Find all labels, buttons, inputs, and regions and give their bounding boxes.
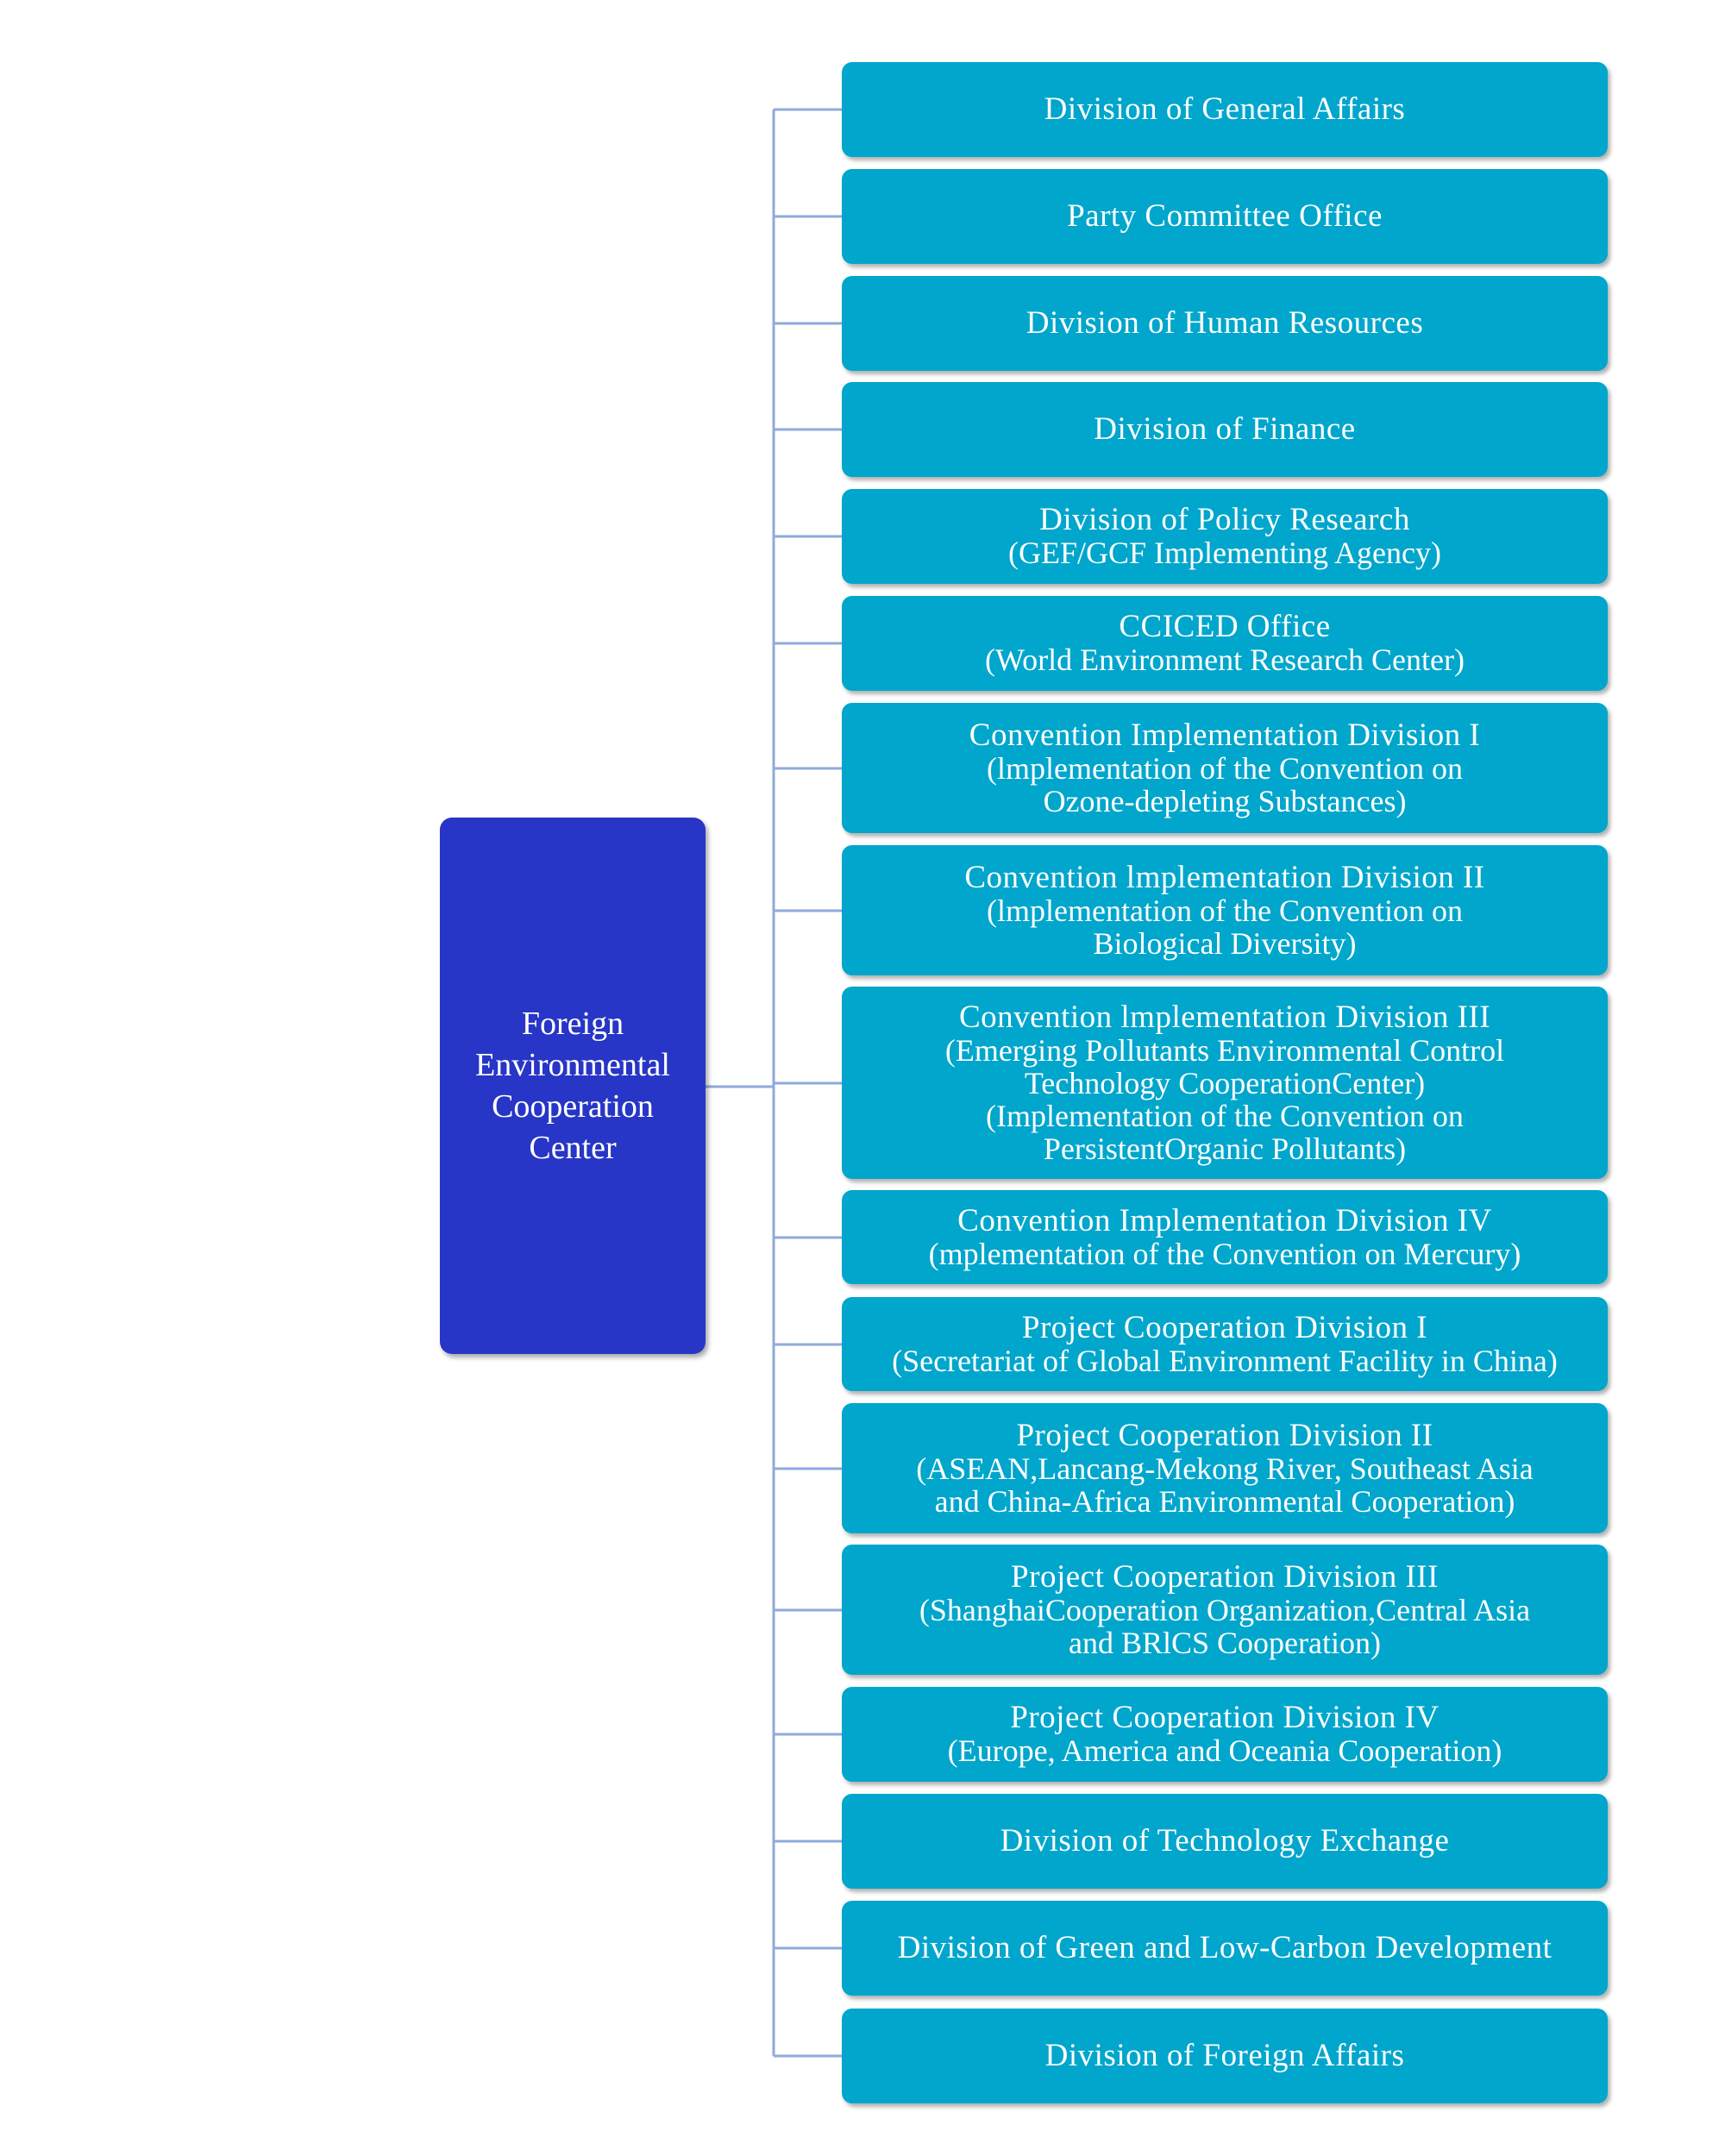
division-subtitle: Biological Diversity) (1093, 925, 1357, 961)
root-node-label: Foreign Environmental Cooperation Center (475, 1003, 670, 1169)
root-label-line: Cooperation (492, 1088, 654, 1125)
division-title: Project Cooperation Division III (1011, 1558, 1439, 1595)
division-title: Division of Human Resources (1026, 305, 1424, 341)
division-subtitle: PersistentOrganic Pollutants) (1043, 1131, 1407, 1166)
division-node-general-affairs[interactable]: Division of General Affairs (842, 62, 1608, 157)
division-title: Division of Finance (1094, 411, 1356, 447)
division-subtitle: (GEF/GCF Implementing Agency) (1008, 536, 1441, 570)
division-node-project-cooperation-4[interactable]: Project Cooperation Division IV(Europe, … (842, 1687, 1608, 1782)
division-node-green-low-carbon-development[interactable]: Division of Green and Low-Carbon Develop… (842, 1901, 1608, 1996)
division-title: CCICED Office (1119, 609, 1331, 644)
division-title: Convention Implementation Division I (969, 717, 1481, 753)
division-subtitle: Technology CooperationCenter) (1024, 1065, 1426, 1100)
division-node-project-cooperation-2[interactable]: Project Cooperation Division II(ASEAN,La… (842, 1403, 1608, 1533)
division-node-policy-research[interactable]: Division of Policy Research(GEF/GCF Impl… (842, 489, 1608, 584)
division-title: Convention lmplementation Division III (958, 999, 1491, 1035)
division-node-project-cooperation-3[interactable]: Project Cooperation Division III(Shangha… (842, 1545, 1608, 1675)
division-node-technology-exchange[interactable]: Division of Technology Exchange (842, 1794, 1608, 1889)
division-node-convention-implementation-4[interactable]: Convention Implementation Division IV(mp… (842, 1190, 1608, 1284)
division-title: Project Cooperation Division IV (1010, 1700, 1440, 1735)
root-node-foreign-environmental-cooperation-center[interactable]: Foreign Environmental Cooperation Center (440, 818, 706, 1354)
division-subtitle: and BRlCS Cooperation) (1069, 1625, 1381, 1660)
division-node-convention-implementation-2[interactable]: Convention lmplementation Division II(lm… (842, 845, 1608, 975)
division-node-project-cooperation-1[interactable]: Project Cooperation Division I(Secretari… (842, 1297, 1608, 1391)
division-subtitle: (Emerging Pollutants Environmental Contr… (944, 1032, 1505, 1068)
division-title: Division of Green and Low-Carbon Develop… (897, 1930, 1552, 1965)
division-title: Convention Implementation Division IV (957, 1202, 1492, 1238)
division-title: Convention lmplementation Division II (964, 859, 1485, 895)
root-label-line: Center (529, 1130, 617, 1166)
division-node-finance[interactable]: Division of Finance (842, 382, 1608, 477)
division-title: Division of Foreign Affairs (1044, 2038, 1405, 2073)
division-subtitle: (ShanghaiCooperation Organization,Centra… (919, 1592, 1531, 1627)
division-subtitle: (Secretariat of Global Environment Facil… (892, 1343, 1558, 1378)
division-node-convention-implementation-1[interactable]: Convention Implementation Division I(lmp… (842, 703, 1608, 833)
division-node-human-resources[interactable]: Division of Human Resources (842, 276, 1608, 371)
division-node-convention-implementation-3[interactable]: Convention lmplementation Division III(E… (842, 987, 1608, 1179)
division-subtitle: and China-Africa Environmental Cooperati… (934, 1483, 1515, 1519)
root-label-line: Foreign (521, 1006, 624, 1042)
division-title: Division of General Affairs (1044, 91, 1406, 127)
division-subtitle: (Implementation of the Convention on (986, 1098, 1464, 1133)
division-node-party-committee-office[interactable]: Party Committee Office (842, 169, 1608, 264)
division-title: Division of Policy Research (1039, 502, 1410, 537)
division-subtitle: (lmplementation of the Convention on (987, 893, 1463, 928)
division-subtitle: Ozone-depleting Substances) (1043, 783, 1407, 818)
division-title: Division of Technology Exchange (1000, 1823, 1450, 1858)
division-subtitle: (lmplementation of the Convention on (987, 750, 1463, 786)
division-subtitle: (World Environment Research Center) (985, 642, 1465, 677)
division-title: Project Cooperation Division I (1021, 1309, 1428, 1345)
division-subtitle: (Europe, America and Oceania Cooperation… (947, 1733, 1502, 1768)
division-node-cciced-office[interactable]: CCICED Office(World Environment Research… (842, 596, 1608, 691)
root-label-line: Environmental (475, 1047, 670, 1083)
division-title: Project Cooperation Division II (1016, 1417, 1433, 1453)
division-node-foreign-affairs[interactable]: Division of Foreign Affairs (842, 2009, 1608, 2103)
division-title: Party Committee Office (1067, 198, 1383, 234)
division-subtitle: (ASEAN,Lancang-Mekong River, Southeast A… (916, 1451, 1534, 1486)
division-subtitle: (mplementation of the Convention on Merc… (928, 1236, 1521, 1271)
